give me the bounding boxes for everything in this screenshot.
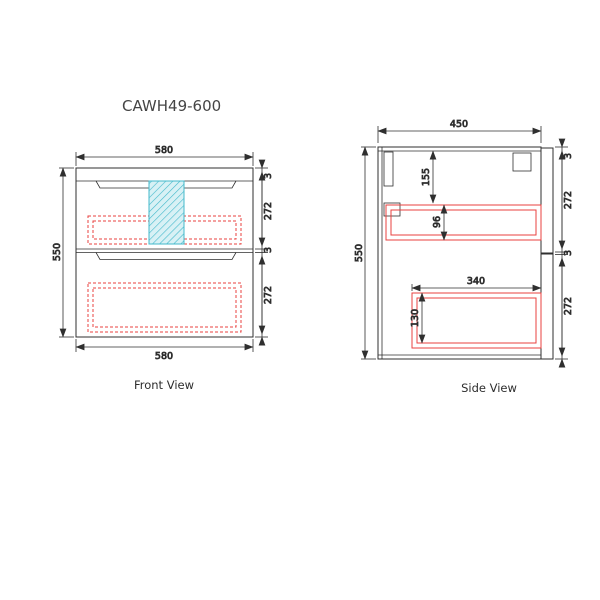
side-dim-inner-top-value: 155 (421, 168, 432, 186)
front-cabinet-outline (75, 167, 254, 338)
side-drawer-boxes (385, 204, 542, 349)
side-dim-depth: 450 (377, 119, 542, 143)
side-wall-bracket-plate (383, 151, 394, 187)
front-dim-height: 550 (52, 167, 74, 338)
side-dim-front2-value: 272 (563, 297, 574, 315)
front-drawer2-box (87, 282, 242, 333)
front-handle-recess-bottom (95, 252, 237, 260)
front-dim-width-top-value: 580 (155, 145, 173, 156)
front-dim-drawer2-value: 272 (263, 286, 274, 304)
side-dim-front1-value: 272 (563, 191, 574, 209)
side-view: 450 550 3 272 3 272 155 (354, 119, 575, 395)
side-corner-plate (512, 152, 532, 172)
side-dim-drawer2-height-value: 130 (410, 309, 421, 327)
side-dim-inner-top: 155 (421, 150, 437, 204)
side-dim-drawer1-height: 96 (432, 204, 448, 241)
side-mounting-plates (383, 151, 532, 217)
front-hatched-channel (148, 180, 185, 245)
front-dim-gap-mid-value: 3 (263, 247, 274, 253)
front-dim-height-value: 550 (52, 243, 63, 261)
drawing-title: CAWH49-600 (122, 97, 221, 115)
front-dim-gap-top-value: 3 (263, 173, 274, 179)
side-dim-drawer2-height: 130 (410, 292, 426, 344)
side-dim-gap-mid-value: 3 (563, 250, 574, 256)
side-dim-drawer-depth-value: 340 (467, 276, 485, 287)
side-dim-depth-value: 450 (450, 119, 468, 130)
front-dim-chain-right: 3 272 3 272 (255, 159, 274, 346)
side-drawer2-front-panel (540, 253, 554, 360)
front-dim-width-bottom-value: 580 (155, 351, 173, 362)
side-dim-drawer1-height-value: 96 (432, 216, 443, 228)
front-view-label: Front View (134, 378, 194, 392)
side-drawer1-front-panel (540, 147, 554, 254)
side-drawer2-box (411, 292, 542, 349)
side-drawer1-box (385, 204, 542, 241)
side-dim-height-value: 550 (354, 244, 365, 262)
side-view-label: Side View (461, 381, 517, 395)
side-cabinet-body (377, 146, 542, 360)
side-dim-chain-right: 3 272 3 272 (555, 138, 574, 368)
front-view: 580 580 550 3 272 3 (52, 145, 275, 392)
side-cabinet-outline (377, 146, 554, 360)
front-dim-drawer1-value: 272 (263, 202, 274, 220)
side-dim-height: 550 (354, 146, 376, 360)
front-dim-width-bottom: 580 (75, 339, 254, 362)
side-dim-gap-top-value: 3 (563, 153, 574, 159)
side-dim-drawer-depth: 340 (411, 276, 542, 292)
front-dim-width-top: 580 (75, 145, 254, 166)
